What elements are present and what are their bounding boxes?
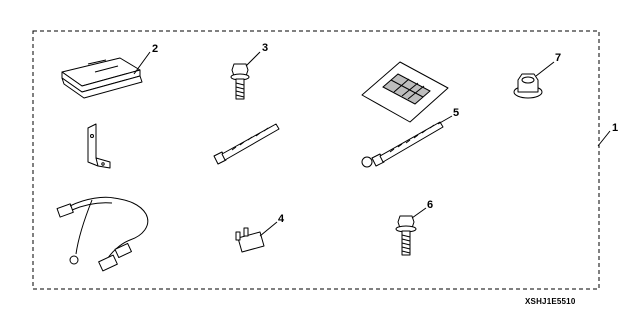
relay-fuse <box>235 227 265 253</box>
wire-harness <box>56 196 149 272</box>
callout-label-3: 3 <box>262 42 268 54</box>
callout-6: 6 <box>411 199 433 219</box>
callout-label-5: 5 <box>453 107 459 119</box>
callout-5: 5 <box>437 107 459 125</box>
cable-tie <box>213 123 280 165</box>
manual-booklet <box>61 57 143 99</box>
mounting-bracket <box>87 123 111 169</box>
small-bolt <box>230 63 250 100</box>
clamp-tie <box>361 121 444 168</box>
callout-3: 3 <box>245 42 268 67</box>
callout-label-1: 1 <box>612 122 618 134</box>
figure-code: XSHJ1E5510 <box>525 297 576 306</box>
large-bolt <box>395 215 417 256</box>
callout-4: 4 <box>259 213 285 237</box>
callout-label-6: 6 <box>427 199 433 211</box>
flange-nut <box>513 73 543 99</box>
callout-7: 7 <box>535 52 561 77</box>
callout-label-4: 4 <box>278 213 285 225</box>
callout-1: 1 <box>597 122 618 147</box>
callout-2: 2 <box>133 43 158 75</box>
kit-boundary <box>32 30 600 290</box>
callout-label-2: 2 <box>152 43 158 55</box>
adhesive-pad <box>361 61 449 123</box>
callout-label-7: 7 <box>555 52 561 64</box>
